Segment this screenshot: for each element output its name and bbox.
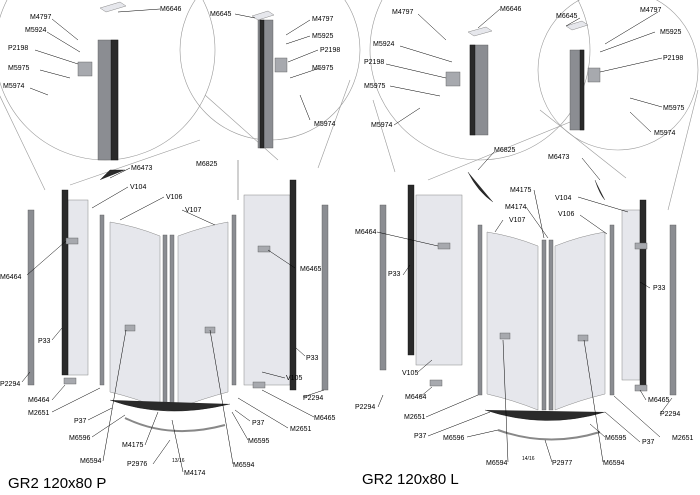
part-label: M5975 [663,105,685,112]
part-label: M6646 [160,6,182,13]
part-label: V107 [509,217,525,224]
part-label: V106 [558,211,574,218]
part-label: M6465 [300,266,322,273]
side-panel-left [67,199,89,376]
part-label: M2651 [28,410,50,417]
part-label: M5925 [312,33,334,40]
part-label: M6594 [486,460,508,467]
part-label: V105 [402,370,418,377]
part-label: P37 [74,418,87,425]
part-label: M4174 [505,204,527,211]
hinge-magnified [77,61,93,77]
part-label: M5974 [3,83,25,90]
panel-left-version [369,0,699,463]
part-label: P33 [653,285,666,292]
part-label: V104 [130,184,146,191]
part-label: M4175 [510,187,532,194]
part-label: M6464 [28,397,50,404]
part-label: M6464 [0,274,22,281]
model-title: GR2 120x80 L [362,471,459,488]
part-label: P2198 [8,45,28,52]
part-label: M6473 [131,165,153,172]
part-label: P2198 [320,47,340,54]
part-label: M6645 [210,11,232,18]
part-label: M4175 [122,442,144,449]
part-label: M5974 [371,122,393,129]
part-label: M6464 [355,229,377,236]
part-label: M4174 [184,470,206,477]
detail-magnifier-right [537,0,699,151]
part-label: P2198 [364,59,384,66]
cap-m6646-magnified [99,1,127,13]
part-label: M6595 [248,438,270,445]
part-label: M6645 [556,13,578,20]
part-label: M5975 [8,65,30,72]
curved-door-right [177,221,229,409]
part-label: V107 [185,207,201,214]
wall-profile-left [27,209,35,386]
part-label: M5924 [25,27,47,34]
part-label: V105 [286,375,302,382]
part-label: M4797 [312,16,334,23]
part-label: M6464 [405,394,427,401]
part-label: M6825 [494,147,516,154]
part-label: M5974 [314,121,336,128]
part-label: P2976 [127,461,147,468]
part-label: M6594 [233,462,255,469]
part-label: M4797 [392,9,414,16]
part-label: V106 [166,194,182,201]
part-label: M6596 [69,435,91,442]
part-labels-right-version: M4797M5924P2198M5975M5974M6646M6645M4797… [0,6,340,477]
panel-right-version [0,0,361,473]
part-label: P2294 [0,381,20,388]
part-label: M6594 [603,460,625,467]
part-label: M4797 [30,14,52,21]
part-label: P2294 [355,404,375,411]
part-label: P33 [38,338,51,345]
wall-profile-right [321,204,329,391]
part-label: M6473 [548,154,570,161]
part-label: P33 [388,271,401,278]
page-number: 13/16 [172,458,185,464]
detail-magnifier-left [369,0,591,161]
part-label: M6594 [80,458,102,465]
part-label: P2294 [303,395,323,402]
model-title: GR2 120x80 P [8,475,106,492]
part-label: P33 [306,355,319,362]
side-panel-right [243,194,291,386]
part-label: M2651 [672,435,694,442]
part-label: M5974 [654,130,676,137]
part-label: M2651 [404,414,426,421]
page-number: 14/16 [522,456,535,462]
part-label: P2198 [663,55,683,62]
part-label: M6646 [500,6,522,13]
part-label: P37 [414,433,427,440]
part-label: P37 [642,439,655,446]
part-label: P2294 [660,411,680,418]
part-label: M4797 [640,7,662,14]
part-label: M6825 [196,161,218,168]
part-label: M5924 [373,41,395,48]
part-label: M5975 [364,83,386,90]
part-label: M6596 [443,435,465,442]
part-label: M6465 [648,397,670,404]
part-label: M6595 [605,435,627,442]
part-label: M2651 [290,426,312,433]
part-label: M5975 [312,65,334,72]
part-label: P2977 [552,460,572,467]
part-label: V104 [555,195,571,202]
curved-door-left [109,221,161,409]
part-label: P37 [252,420,265,427]
part-label: M5925 [660,29,682,36]
part-label: M6465 [314,415,336,422]
